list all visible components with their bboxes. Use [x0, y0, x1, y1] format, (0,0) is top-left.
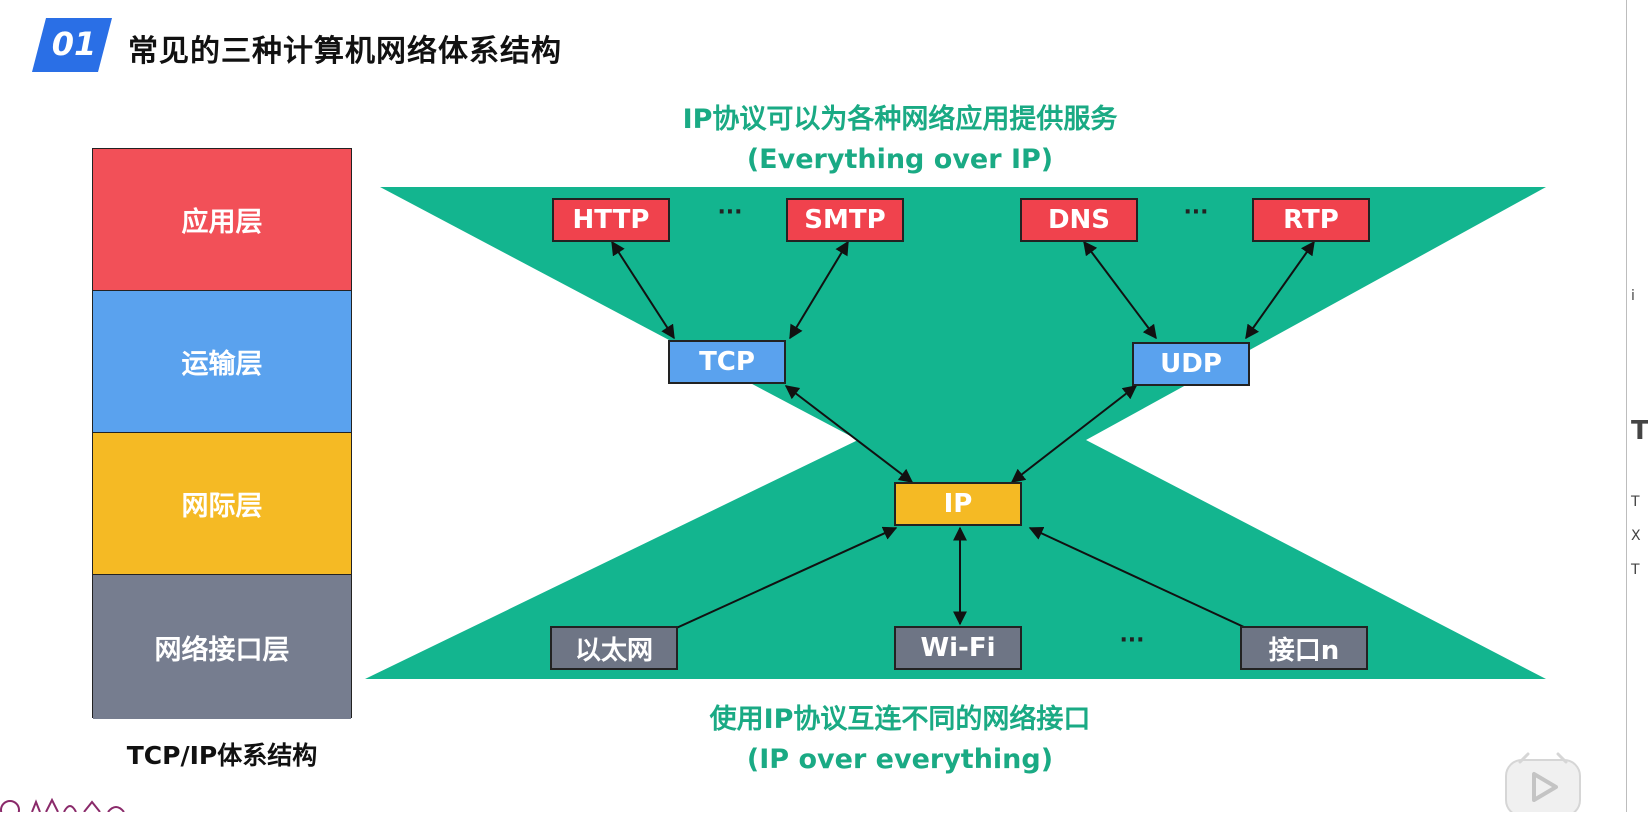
node-smtp: SMTP [786, 198, 904, 242]
node-udp: UDP [1132, 342, 1250, 386]
arrow-rtp-udp [1245, 240, 1315, 340]
bottom-caption: 使用IP协议互连不同的网络接口 (IP over everything) [580, 700, 1220, 780]
slide-header: 01 常见的三种计算机网络体系结构 [0, 0, 700, 80]
arrow-tcp-ip [784, 385, 914, 483]
layer-transport: 运输层 [93, 291, 351, 433]
arrow-udp-ip [1010, 385, 1138, 483]
section-number: 01 [51, 25, 97, 63]
node-http: HTTP [552, 198, 670, 242]
layer-internet: 网际层 [93, 433, 351, 575]
strip-glyph-3: T [1631, 494, 1640, 510]
watermark-logo [0, 796, 160, 816]
arrow-ip-interface-n [1028, 526, 1274, 642]
strip-glyph-4: X [1631, 528, 1641, 544]
adjacent-window-strip: i T T X T [1626, 0, 1648, 812]
strip-glyph-1: i [1631, 288, 1635, 304]
link-ellipsis: ··· [1119, 628, 1145, 653]
node-tcp: TCP [668, 340, 786, 384]
app-ellipsis-right: ··· [1183, 200, 1209, 225]
node-wifi: Wi-Fi [894, 626, 1022, 670]
stack-caption: TCP/IP体系结构 [126, 741, 318, 770]
strip-glyph-5: T [1631, 562, 1640, 578]
top-caption-line1: IP协议可以为各种网络应用提供服务 [682, 104, 1118, 135]
node-ethernet: 以太网 [550, 626, 678, 670]
node-ip: IP [894, 482, 1022, 526]
layer-application: 应用层 [93, 149, 351, 291]
hourglass-shape [365, 187, 1546, 679]
section-badge [32, 18, 112, 72]
arrow-dns-udp [1083, 240, 1157, 340]
arrow-ip-ethernet [648, 526, 898, 642]
strip-glyph-2: T [1631, 416, 1648, 446]
play-button[interactable] [1500, 752, 1586, 816]
layer-network-interface: 网络接口层 [93, 575, 351, 719]
tcpip-layer-stack: 应用层 运输层 网际层 网络接口层 [92, 148, 352, 719]
node-dns: DNS [1020, 198, 1138, 242]
top-caption-line2: (Everything over IP) [746, 144, 1054, 175]
page-title: 常见的三种计算机网络体系结构 [128, 34, 562, 69]
play-icon [1505, 752, 1581, 816]
bottom-caption-line1: 使用IP协议互连不同的网络接口 [709, 704, 1091, 735]
arrow-smtp-tcp [789, 240, 849, 340]
node-rtp: RTP [1252, 198, 1370, 242]
arrow-http-tcp [611, 240, 675, 340]
bottom-caption-line2: (IP over everything) [746, 744, 1054, 775]
app-ellipsis-left: ··· [717, 200, 743, 225]
top-caption: IP协议可以为各种网络应用提供服务 (Everything over IP) [580, 100, 1220, 180]
node-interface-n: 接口n [1240, 626, 1368, 670]
